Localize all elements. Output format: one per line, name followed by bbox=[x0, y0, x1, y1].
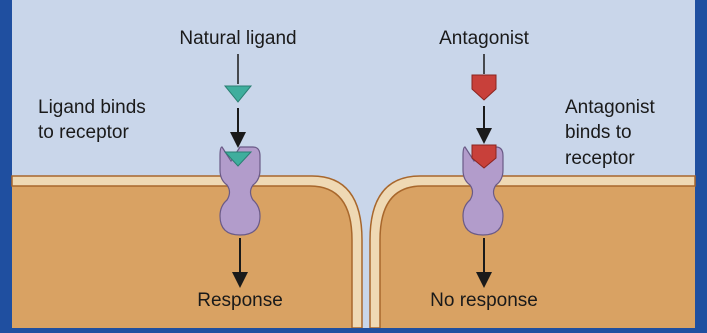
ligand-binds-label-line1: Ligand binds bbox=[38, 97, 146, 118]
left-cell bbox=[12, 186, 352, 328]
response-label: Response bbox=[197, 290, 283, 311]
antagonist-label: Antagonist bbox=[439, 28, 530, 49]
antagonist-binds-label-line1: Antagonist bbox=[565, 97, 656, 118]
antagonist-binds-label-line3: receptor bbox=[565, 148, 635, 169]
natural-ligand-label: Natural ligand bbox=[179, 28, 296, 49]
no-response-label: No response bbox=[430, 290, 538, 311]
antagonist-binds-label-line2: binds to bbox=[565, 122, 632, 143]
ligand-binds-label-line2: to receptor bbox=[38, 122, 129, 143]
